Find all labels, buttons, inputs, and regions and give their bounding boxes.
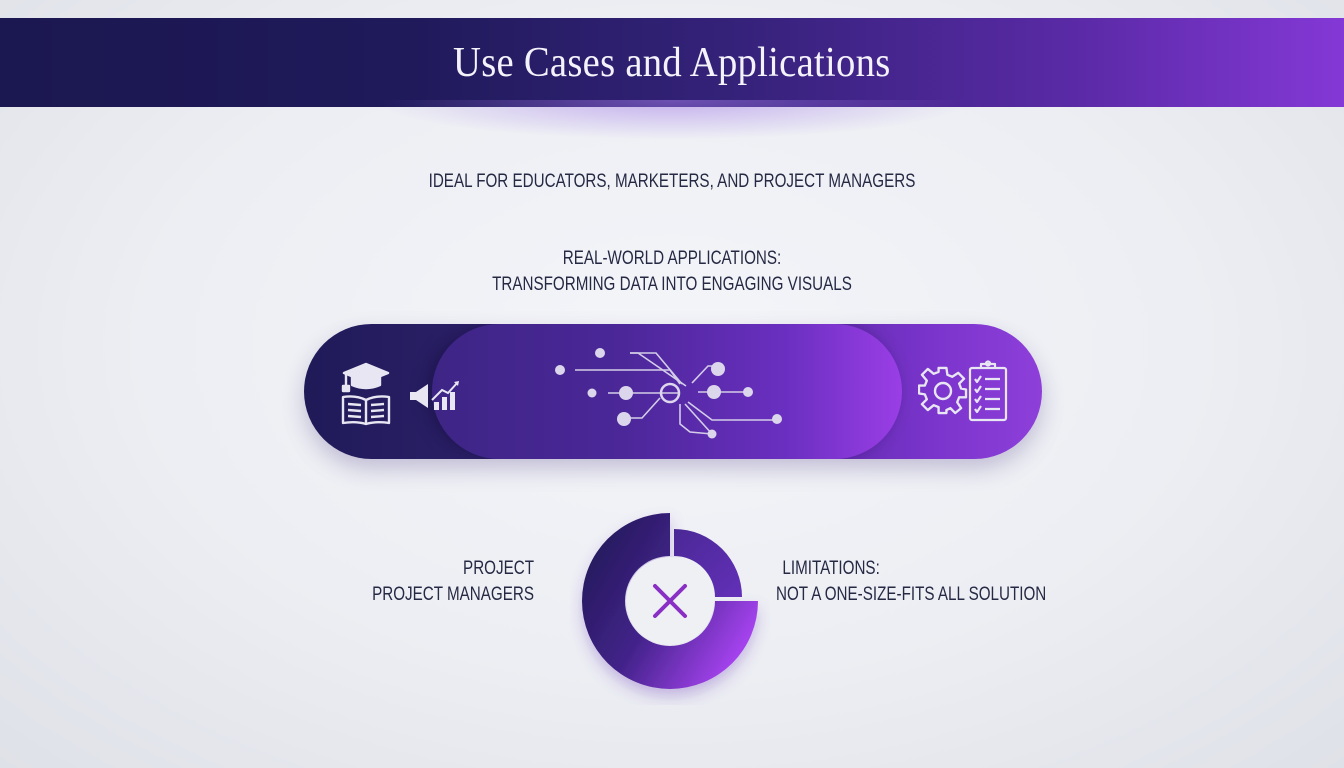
- right-label-line2: NOT A ONE-SIZE-FITS ALL SOLUTION: [776, 584, 1047, 605]
- donut-small-segment: [674, 529, 742, 597]
- pill-center-segment: [432, 324, 902, 459]
- donut-large-segment: [582, 513, 758, 689]
- title-banner: Use Cases and Applications: [0, 18, 1344, 107]
- x-icon: [653, 584, 687, 618]
- checklist-clipboard-icon: [968, 360, 1008, 422]
- gear-icon: [918, 366, 968, 415]
- page-title: Use Cases and Applications: [453, 39, 891, 86]
- audience-subtitle: IDEAL FOR EDUCATORS, MARKETERS, AND PROJ…: [428, 171, 916, 192]
- real-world-line1: REAL-WORLD APPLICATIONS:: [562, 248, 782, 269]
- project-managers-label: PROJECT PROJECT MANAGERS: [371, 556, 534, 608]
- limitations-donut: [582, 513, 758, 689]
- megaphone-chart-icon: [410, 381, 459, 410]
- applications-pill: [304, 324, 1042, 459]
- real-world-line2: TRANSFORMING DATA INTO ENGAGING VISUALS: [492, 274, 852, 295]
- real-world-heading: REAL-WORLD APPLICATIONS: TRANSFORMING DA…: [134, 246, 1209, 298]
- network-nodes-icon: [555, 348, 782, 439]
- left-label-line2: PROJECT MANAGERS: [372, 584, 534, 605]
- left-label-line1: PROJECT: [463, 558, 534, 579]
- right-label-line1: LIMITATIONS:: [782, 558, 880, 579]
- graduation-cap-book-icon: [341, 362, 391, 426]
- limitations-label: LIMITATIONS: NOT A ONE-SIZE-FITS ALL SOL…: [776, 556, 1046, 608]
